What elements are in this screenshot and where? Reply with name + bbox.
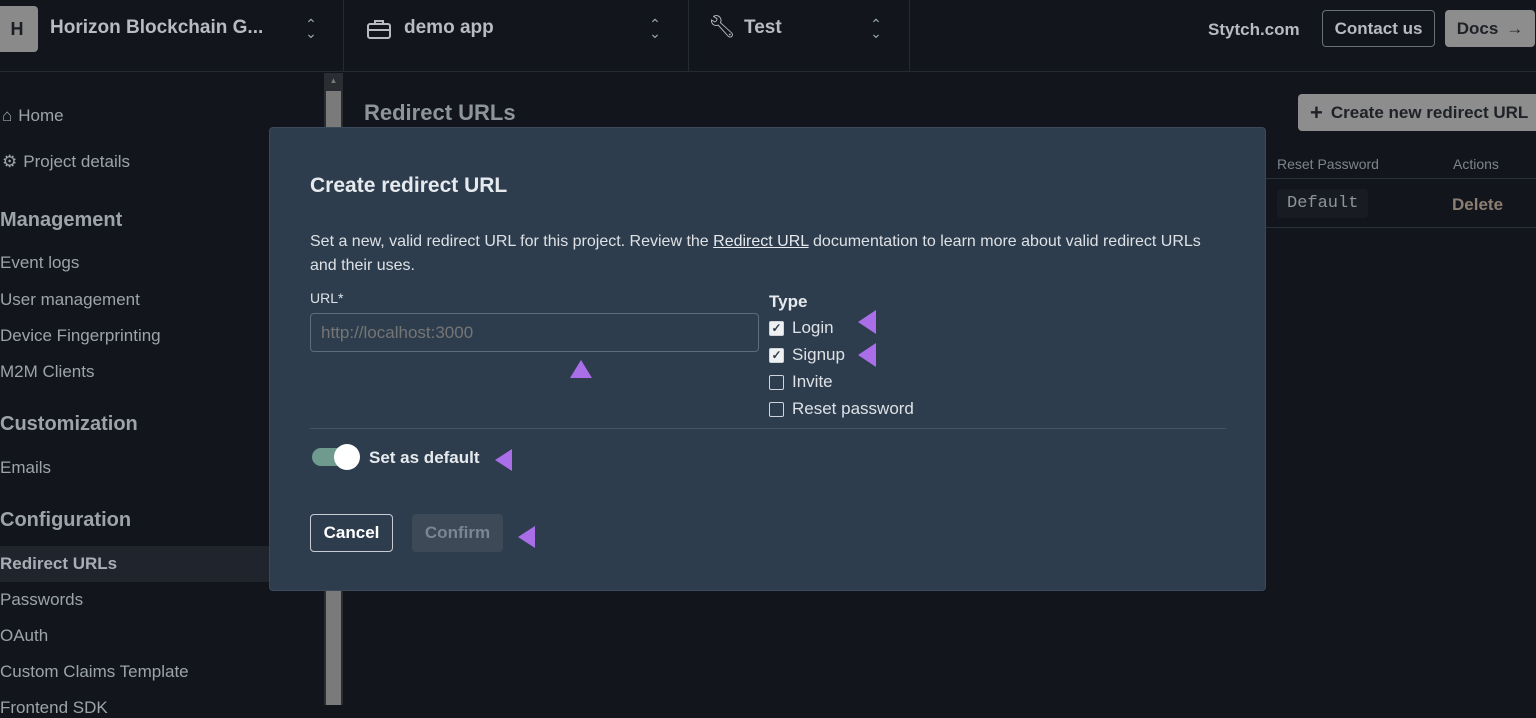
arrow-right-icon: →: [1506, 18, 1524, 38]
confirm-button[interactable]: Confirm: [412, 514, 503, 552]
sidebar-item-emails[interactable]: Emails: [0, 458, 52, 477]
sidebar-item-oauth[interactable]: OAuth: [0, 626, 49, 645]
divider: [343, 0, 344, 72]
sidebar-item-device-fingerprinting[interactable]: Device Fingerprinting: [0, 326, 161, 345]
sidebar-item-label: Home: [18, 106, 64, 125]
sidebar-item-passwords[interactable]: Passwords: [0, 590, 84, 609]
chevron-updown-icon[interactable]: ⌃⌄: [305, 16, 317, 41]
type-invite-checkbox[interactable]: Invite: [769, 372, 833, 392]
modal-title: Create redirect URL: [310, 174, 508, 197]
checkbox[interactable]: ✓: [769, 320, 784, 336]
environment-switcher[interactable]: Test: [744, 17, 782, 38]
modal-divider: [310, 428, 1226, 429]
delete-link[interactable]: Delete: [1452, 195, 1504, 214]
divider: [688, 0, 689, 72]
sidebar-section-title: Configuration: [0, 509, 132, 531]
checkbox[interactable]: [769, 374, 784, 390]
type-label: Type: [769, 292, 808, 311]
stytch-link[interactable]: Stytch.com: [1208, 20, 1300, 39]
type-signup-checkbox[interactable]: ✓ Signup: [769, 345, 845, 365]
docs-label: Docs: [1456, 18, 1499, 38]
sidebar-section-title: Management: [0, 209, 123, 231]
redirect-url-doc-link[interactable]: Redirect URL: [713, 233, 809, 250]
org-avatar[interactable]: H: [0, 6, 38, 52]
arrow-left-icon: [495, 449, 571, 471]
chevron-updown-icon[interactable]: ⌃⌄: [649, 16, 661, 41]
sidebar-item-home[interactable]: ⌂ Home: [2, 106, 64, 126]
sidebar-item-project-details[interactable]: ⚙ Project details: [2, 152, 130, 172]
checkbox-label: Invite: [792, 372, 833, 391]
plus-icon: +: [1310, 99, 1323, 125]
checkbox-label: Reset password: [792, 399, 914, 418]
create-redirect-url-modal: Create redirect URL Set a new, valid red…: [269, 127, 1266, 591]
set-default-label: Set as default: [369, 448, 480, 467]
sidebar-item-label: Project details: [23, 152, 131, 171]
desc-text: documentation to learn more about valid …: [310, 233, 1201, 274]
contact-us-button[interactable]: Contact us: [1322, 10, 1435, 47]
url-input[interactable]: [310, 313, 759, 352]
sidebar-item-custom-claims-template[interactable]: Custom Claims Template: [0, 662, 189, 681]
home-icon: ⌂: [2, 106, 13, 125]
default-badge: Default: [1277, 189, 1369, 218]
cancel-button[interactable]: Cancel: [310, 514, 393, 552]
desc-text: Set a new, valid redirect URL for this p…: [310, 233, 714, 250]
top-bar: [0, 0, 1536, 72]
type-login-checkbox[interactable]: ✓ Login: [769, 318, 834, 338]
checkbox-label: Signup: [792, 345, 845, 364]
scroll-up-arrow[interactable]: ▲: [329, 76, 338, 85]
chevron-updown-icon[interactable]: ⌃⌄: [870, 16, 882, 41]
modal-description: Set a new, valid redirect URL for this p…: [310, 230, 1210, 278]
docs-button[interactable]: Docs →: [1445, 10, 1535, 47]
column-header-actions: Actions: [1453, 156, 1499, 172]
gear-icon: ⚙: [2, 152, 18, 171]
arrow-left-icon: [858, 310, 968, 334]
project-switcher[interactable]: demo app: [404, 17, 494, 38]
checkbox[interactable]: [769, 401, 784, 417]
sidebar-section-title: Customization: [0, 413, 138, 435]
sidebar-item-event-logs[interactable]: Event logs: [0, 253, 80, 272]
org-switcher[interactable]: Horizon Blockchain G...: [50, 17, 264, 38]
sidebar-item-redirect-urls[interactable]: Redirect URLs: [0, 554, 118, 573]
wrench-icon: 🔧︎: [708, 14, 736, 39]
toggle-knob: [334, 444, 360, 470]
table-divider: [1266, 227, 1536, 228]
briefcase-icon: [367, 20, 391, 39]
type-reset-password-checkbox[interactable]: Reset password: [769, 399, 914, 419]
arrow-up-icon: [570, 360, 592, 420]
checkbox[interactable]: ✓: [769, 347, 784, 363]
set-default-toggle[interactable]: [312, 444, 360, 470]
table-divider: [1266, 178, 1536, 179]
sidebar-item-m2m-clients[interactable]: M2M Clients: [0, 362, 95, 381]
column-header-reset-password: Reset Password: [1277, 156, 1379, 172]
arrow-left-icon: [858, 343, 968, 367]
create-label: Create new redirect URL: [1330, 102, 1529, 122]
page-title: Redirect URLs: [364, 100, 516, 125]
create-redirect-url-button[interactable]: + Create new redirect URL: [1298, 94, 1536, 131]
divider: [909, 0, 910, 72]
url-label: URL*: [310, 290, 344, 306]
checkbox-label: Login: [792, 318, 834, 337]
arrow-left-icon: [518, 526, 596, 548]
sidebar-item-user-management[interactable]: User management: [0, 290, 140, 309]
